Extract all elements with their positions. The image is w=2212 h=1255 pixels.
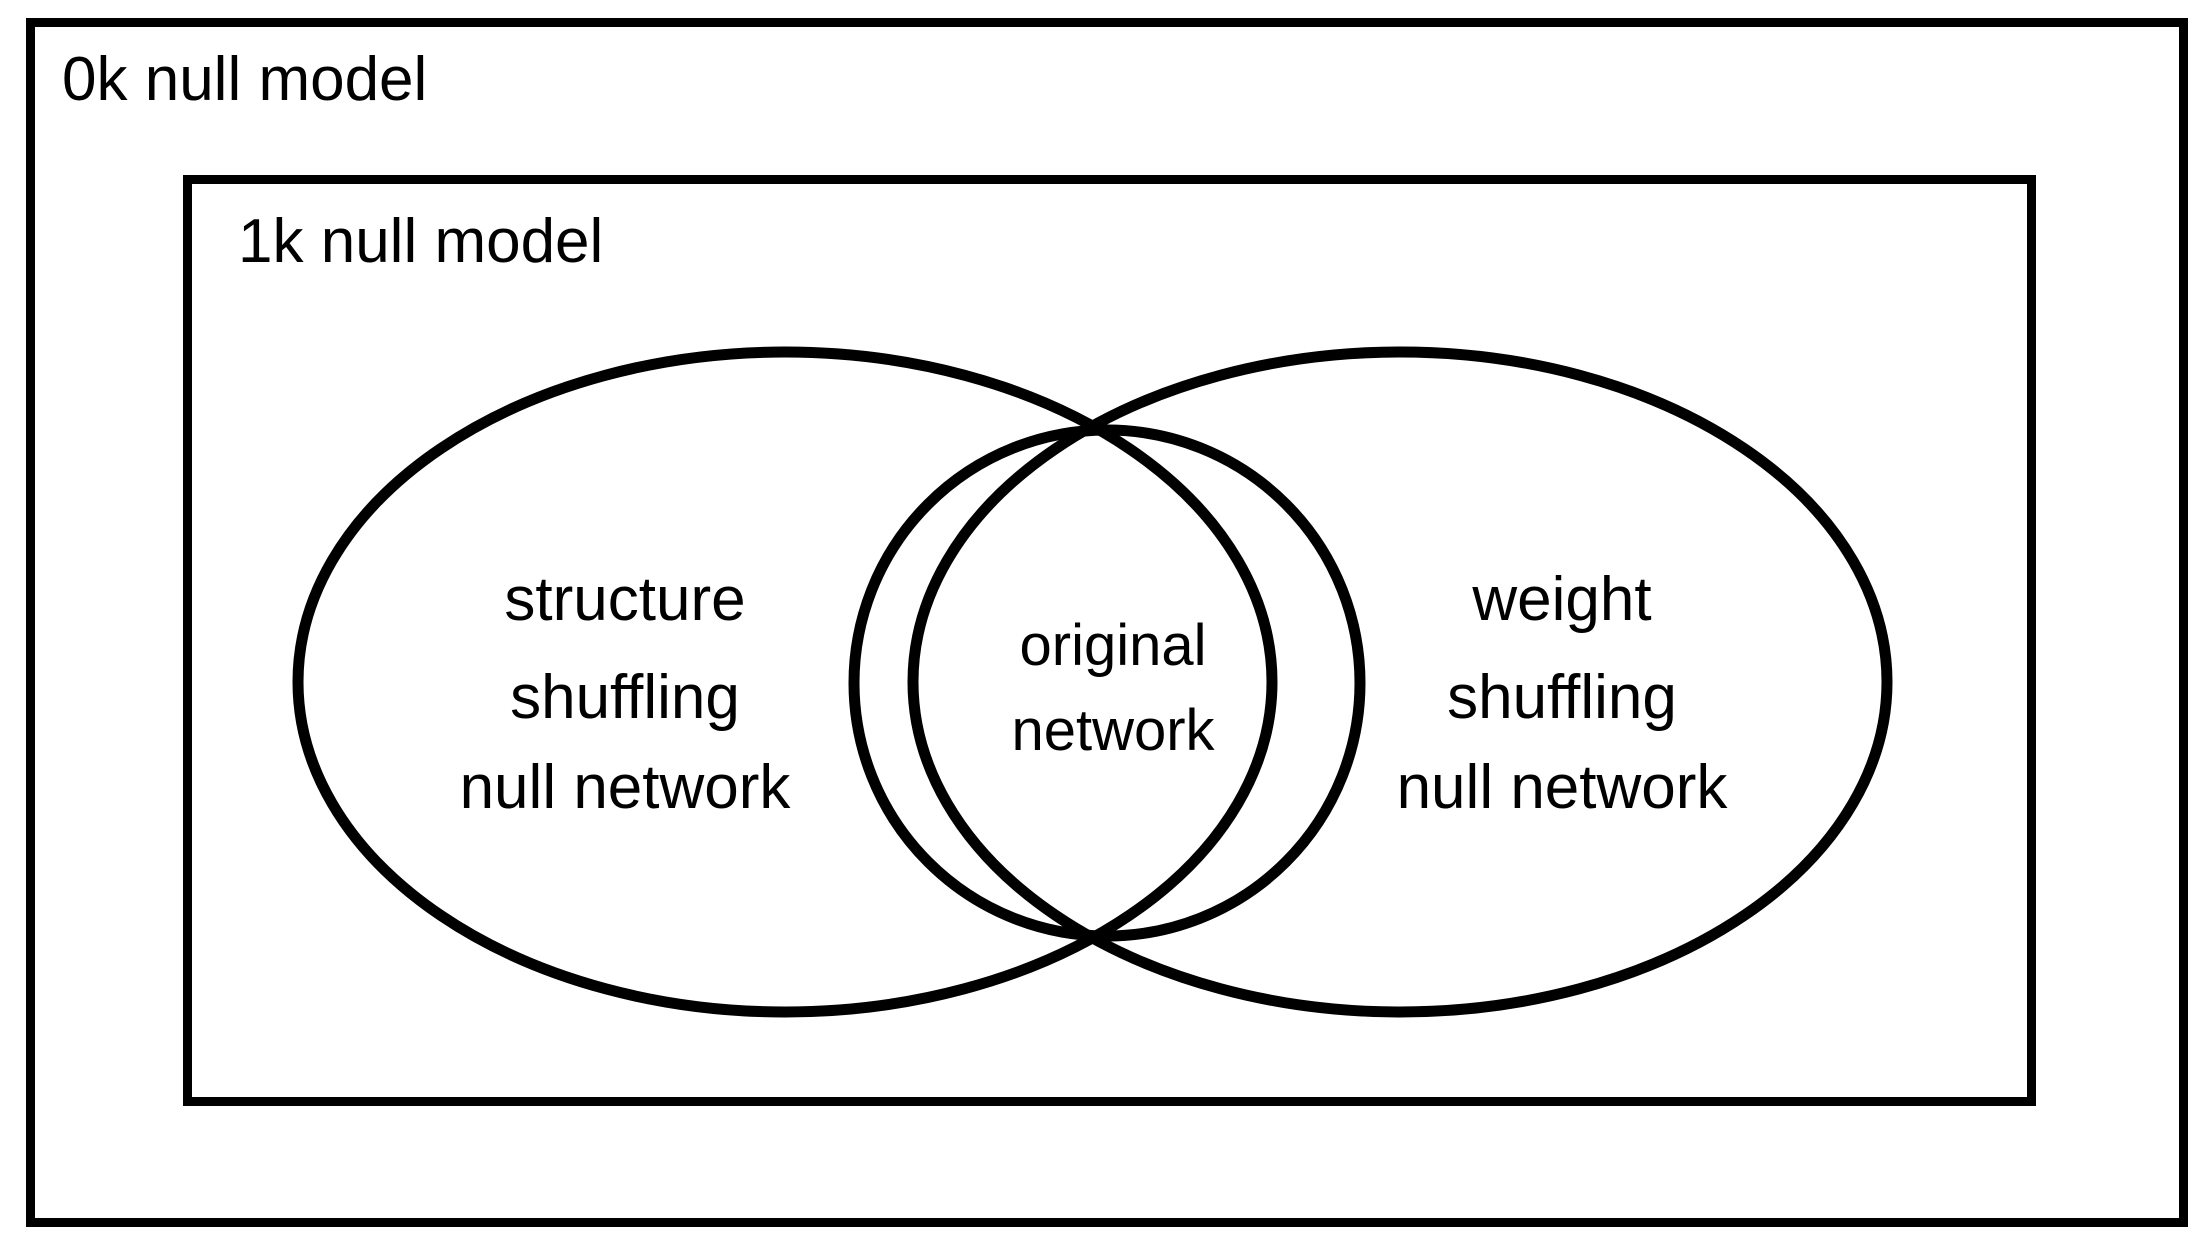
inner-box-label: 1k null model [238, 207, 603, 276]
outer-box-0k-null-model [26, 18, 2188, 1227]
inner-box-1k-null-model [183, 175, 2036, 1106]
right-ellipse-label-line-3: null network [1397, 753, 1729, 822]
center-circle-original-network [848, 424, 1366, 942]
right-ellipse-label-line-2: shuffling [1447, 663, 1677, 732]
left-ellipse-label-line-1: structure [504, 565, 745, 634]
right-ellipse-weight-shuffling [907, 346, 1893, 1018]
left-ellipse-label-line-2: shuffling [510, 663, 740, 732]
center-circle-label-line-2: network [1011, 698, 1215, 763]
center-circle-label-line-1: original [1020, 613, 1207, 678]
outer-box-label: 0k null model [62, 45, 427, 114]
right-ellipse-label-line-1: weight [1471, 565, 1651, 634]
left-ellipse-label-line-3: null network [460, 753, 792, 822]
left-ellipse-structure-shuffling [292, 346, 1278, 1018]
